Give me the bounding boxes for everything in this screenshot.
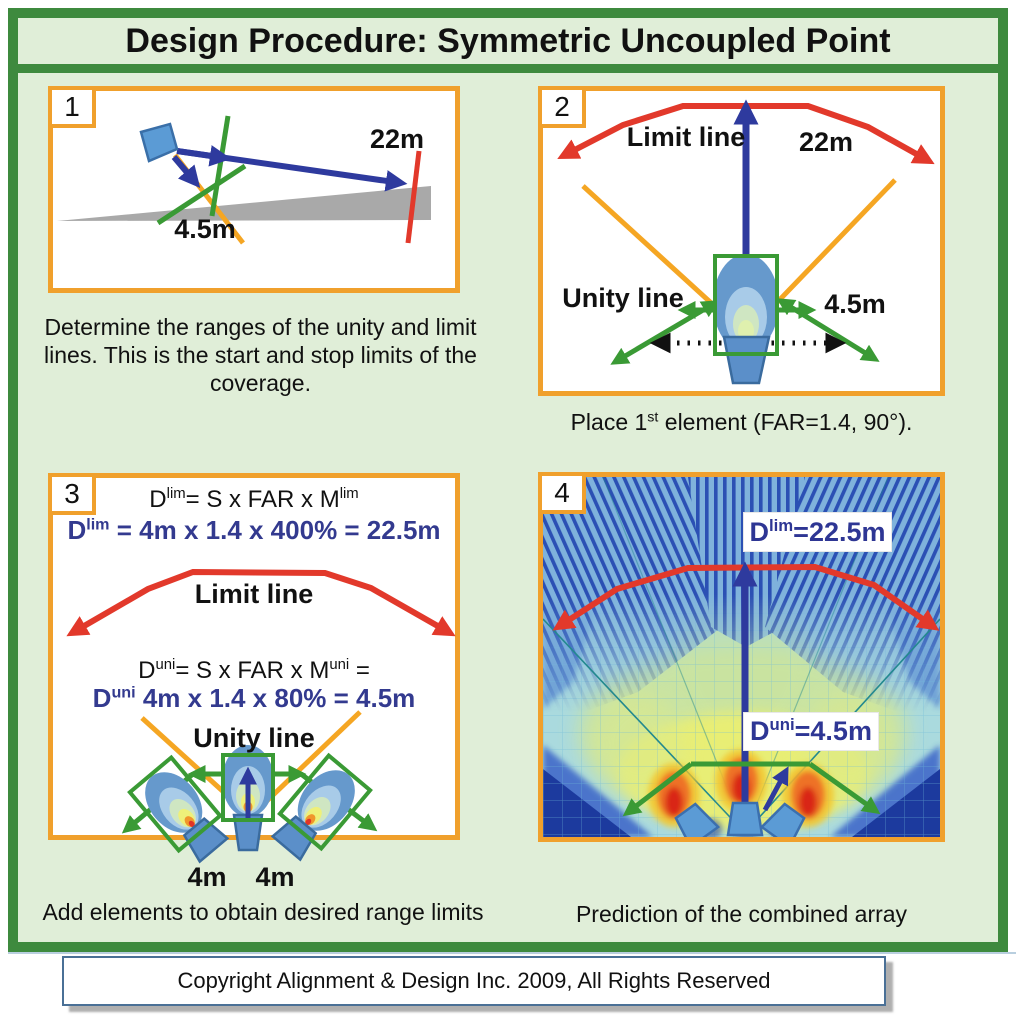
panel-step4: Dlim=22.5m Duni=4.5m 4: [538, 472, 945, 842]
page-title: Design Procedure: Symmetric Uncoupled Po…: [18, 18, 998, 73]
speaker-icon: [713, 254, 779, 385]
label-22m: 22m: [799, 127, 853, 157]
label-limit-line: Limit line: [194, 579, 314, 609]
formula-limit-values: Dlim = 4m x 1.4 x 400% = 22.5m: [67, 515, 441, 545]
step4-caption: Prediction of the combined array: [575, 901, 908, 927]
formula-unity-general: Duni= S x FAR x Muni =: [138, 657, 370, 684]
frame-shadow-line: [8, 952, 1016, 954]
formula-unity-values: Duni 4m x 1.4 x 80% = 4.5m: [92, 683, 416, 713]
label-unity-line: Unity line: [193, 723, 315, 753]
unity-throw-arrow: [171, 155, 201, 188]
speaker-center-icon: [221, 745, 275, 852]
unity-diagonal-right-arrow: [776, 298, 880, 362]
step1-diagram: 22m 4.5m: [57, 115, 431, 245]
step-number-badge: 4: [538, 472, 586, 514]
unity-diagonal-right-arrow: [808, 761, 881, 815]
step2-caption: Place 1st element (FAR=1.4, 90°).: [570, 409, 913, 435]
unity-throw-arrow-mid: [176, 145, 232, 167]
speaker-right-icon: [759, 802, 806, 837]
unity-diagonal-left-arrow: [622, 762, 693, 817]
label-4-5m: 4.5m: [824, 289, 886, 319]
label-22m: 22m: [370, 124, 424, 154]
slide-frame: Design Procedure: Symmetric Uncoupled Po…: [8, 8, 1008, 952]
speaker-right-icon: [270, 752, 373, 862]
element-frame: [221, 753, 275, 822]
panel-step1: 22m 4.5m 1: [48, 86, 460, 293]
coverage-edge-teal-left: [543, 618, 746, 834]
unity-diagonal-left-arrow: [610, 300, 720, 365]
step2-diagram: Limit line 22m Unity line 4.5m: [557, 99, 935, 385]
copyright-text: Copyright Alignment & Design Inc. 2009, …: [177, 968, 771, 993]
step3-caption: Add elements to obtain desired range lim…: [42, 899, 484, 925]
duni-value-label: Duni=4.5m: [743, 712, 879, 751]
duni-arrow-blue: [762, 766, 789, 812]
step-number-badge: 1: [48, 86, 96, 128]
step3-diagram: 4m 4m: [66, 568, 456, 892]
speaker-left-icon: [127, 754, 230, 864]
copyright-box: Copyright Alignment & Design Inc. 2009, …: [62, 956, 886, 1006]
element-frame: [713, 254, 779, 356]
step1-caption: Determine the ranges of the unity and li…: [44, 314, 477, 396]
label-limit-line: Limit line: [627, 122, 746, 152]
audience-floor-wedge: [57, 186, 431, 221]
dlim-value-label: Dlim=22.5m: [743, 512, 892, 552]
page-title-text: Design Procedure: Symmetric Uncoupled Po…: [125, 22, 891, 60]
speaker-left-icon: [674, 802, 721, 837]
unity-green-line-shallow: [156, 163, 247, 226]
unity-green-line-steep: [209, 115, 231, 217]
step-number-badge: 3: [48, 473, 96, 515]
label-4-5m: 4.5m: [174, 214, 236, 244]
limit-line-arc: [66, 568, 456, 637]
element-frame: [127, 754, 223, 854]
speaker-icon: [139, 122, 179, 163]
step-number-badge: 2: [538, 86, 586, 128]
array-speaker-icons: [674, 801, 806, 837]
panel-step2: Limit line 22m Unity line 4.5m 2: [538, 86, 945, 396]
limit-red-line: [405, 150, 422, 244]
label-4m-left: 4m: [187, 862, 226, 892]
panel-step3: 4m 4m Dlim= S x FAR x Mlim Dlim = 4m x 1…: [48, 473, 460, 892]
speaker-center-icon: [726, 801, 764, 837]
label-unity-line: Unity line: [562, 283, 684, 313]
element-frame: [277, 752, 373, 852]
label-4m-right: 4m: [255, 862, 294, 892]
formula-limit-general: Dlim= S x FAR x Mlim: [149, 486, 359, 513]
